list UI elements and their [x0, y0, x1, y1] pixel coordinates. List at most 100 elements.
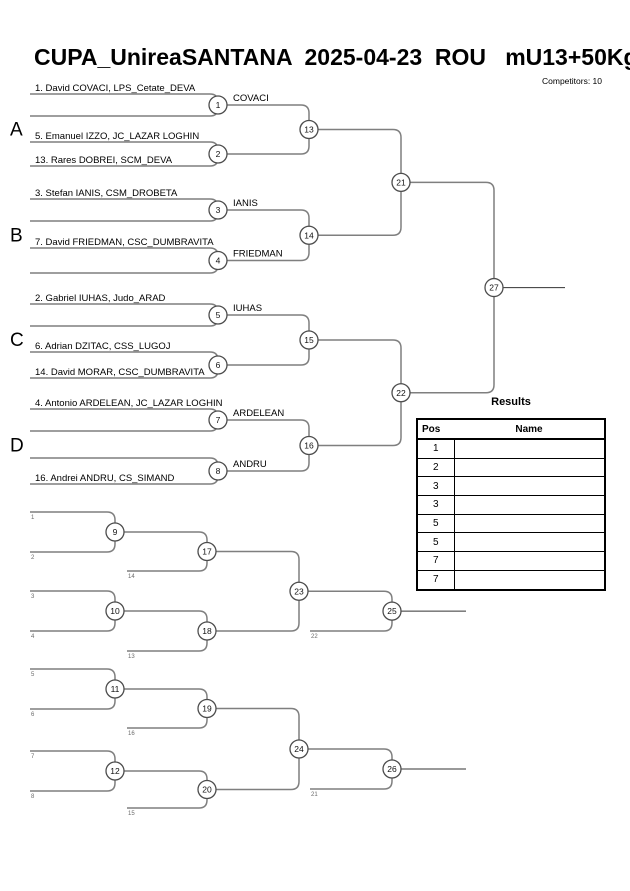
- section-letter: A: [10, 120, 23, 141]
- match-circle-number: 11: [111, 684, 120, 694]
- results-name: [454, 495, 605, 515]
- repechage-feed-label: 14: [128, 574, 135, 580]
- repechage-entry-label: 8: [31, 794, 35, 800]
- match-circle-number: 17: [202, 547, 212, 557]
- match-circle: [208, 144, 228, 164]
- entry-line: [30, 408, 219, 420]
- results-row: 7: [417, 569, 605, 590]
- match-circle-number: 13: [304, 125, 314, 135]
- match-circle: [105, 761, 125, 781]
- repechage-feed-line: [310, 769, 393, 790]
- results-name: [454, 551, 605, 571]
- match-circle-number: 1: [216, 100, 221, 110]
- results-row: 3: [417, 476, 605, 496]
- connector-line: [218, 419, 310, 446]
- connector-line: [218, 235, 310, 262]
- match-circle: [382, 759, 402, 779]
- connector-line: [401, 287, 495, 394]
- repechage-entry-line: [30, 668, 116, 689]
- results-pos: 5: [417, 532, 455, 552]
- repechage-entry-label: 7: [31, 754, 35, 760]
- match-circle-number: 6: [216, 360, 221, 370]
- results-name: [454, 476, 605, 496]
- match-circle: [289, 739, 309, 759]
- repechage-entry-label: 6: [31, 712, 35, 718]
- entry-name: 4. Antonio ARDELEAN, JC_LAZAR LOGHIN: [35, 398, 223, 409]
- repechage-entry-label: 5: [31, 672, 35, 678]
- winner-label: IUHAS: [233, 303, 262, 314]
- repechage-entry-label: 1: [31, 515, 35, 521]
- repechage-entry-line: [30, 689, 116, 710]
- winner-label: ARDELEAN: [233, 408, 284, 419]
- repechage-entry-line: [30, 532, 116, 553]
- connector-line: [309, 182, 402, 236]
- match-circle-number: 20: [202, 785, 212, 795]
- match-circle-number: 9: [113, 527, 118, 537]
- match-circle-number: 26: [387, 764, 397, 774]
- match-circle: [299, 225, 319, 245]
- entry-name: 1. David COVACI, LPS_Cetate_DEVA: [35, 83, 196, 94]
- repechage-entry-line: [30, 611, 116, 632]
- repechage-feed-label: 13: [128, 654, 135, 660]
- results-name: [454, 438, 605, 459]
- connector-line: [218, 209, 310, 236]
- results-header-pos: Pos: [417, 419, 454, 440]
- match-circle-number: 22: [396, 388, 406, 398]
- entry-name: 3. Stefan IANIS, CSM_DROBETA: [35, 188, 178, 199]
- entry-line: [30, 315, 219, 327]
- match-circle: [382, 601, 402, 621]
- match-circle-number: 21: [396, 177, 406, 187]
- winner-label: IANIS: [233, 198, 258, 209]
- match-circle: [197, 779, 217, 800]
- results-row: 5: [417, 513, 605, 533]
- match-circle-number: 8: [216, 466, 221, 476]
- connector-line: [207, 550, 300, 592]
- entry-line: [30, 247, 219, 261]
- connector-line: [401, 181, 495, 288]
- results-name: [454, 513, 605, 533]
- connector-line: [207, 591, 300, 632]
- match-circle: [208, 410, 228, 430]
- match-circle: [289, 581, 309, 601]
- connector-line: [115, 770, 208, 790]
- match-circle-number: 14: [304, 230, 314, 240]
- match-circle-number: 19: [202, 704, 212, 714]
- match-circle-number: 4: [216, 256, 221, 266]
- match-circle-number: 2: [216, 149, 221, 159]
- match-circle: [197, 698, 217, 719]
- results-name: [454, 569, 605, 590]
- connector-line: [299, 748, 393, 769]
- results-row: 5: [417, 532, 605, 552]
- results-row: 7: [417, 551, 605, 571]
- entry-name: 5. Emanuel IZZO, JC_LAZAR LOGHIN: [35, 131, 199, 142]
- match-circle-number: 18: [202, 626, 212, 636]
- competitors-count: Competitors: 10: [542, 76, 602, 86]
- entry-line: [30, 303, 219, 315]
- match-circle: [391, 172, 411, 193]
- connector-line: [115, 531, 208, 552]
- match-circle: [208, 461, 228, 481]
- page-title: CUPA_UnireaSANTANA 2025-04-23 ROU mU13+5…: [34, 44, 630, 70]
- results-row: 2: [417, 457, 605, 477]
- entry-line: [30, 93, 219, 105]
- repechage-entry-line: [30, 771, 116, 792]
- results-header-name: Name: [454, 419, 605, 440]
- connector-line: [115, 610, 208, 631]
- connector-line: [218, 314, 310, 340]
- connector-line: [207, 707, 300, 749]
- connector-line: [218, 104, 310, 130]
- repechage-feed-line: [127, 789, 208, 809]
- entry-line: [30, 351, 219, 365]
- entry-line: [30, 198, 219, 210]
- repechage-entry-label: 3: [31, 594, 35, 600]
- entry-line: [30, 141, 219, 154]
- match-circle: [208, 95, 228, 115]
- results-pos: 2: [417, 457, 455, 477]
- repechage-feed-line: [127, 551, 208, 572]
- repechage-feed-label: 15: [128, 811, 135, 817]
- repechage-feed-label: 16: [128, 731, 135, 737]
- winner-label: COVACI: [233, 93, 269, 104]
- match-circle: [391, 383, 411, 403]
- connector-line: [218, 129, 310, 155]
